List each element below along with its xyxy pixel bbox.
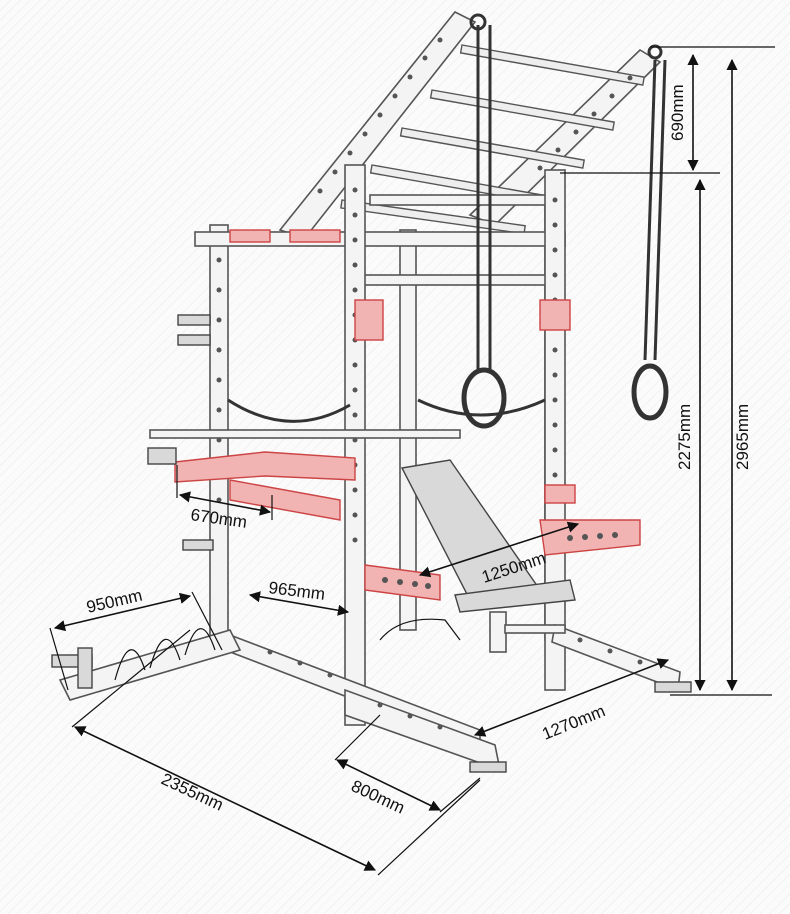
plate-tree: [51, 628, 242, 701]
sling-straps: [227, 398, 546, 423]
dim-top-offset: 690mm: [668, 84, 687, 141]
dim-overall-length: 2355mm: [158, 769, 226, 814]
barbell: [147, 429, 461, 465]
gymnastic-rings: [461, 13, 669, 429]
plate-pegs: [177, 314, 214, 551]
dim-total-height: 2965mm: [733, 404, 752, 470]
base-rails: [223, 623, 692, 773]
front-frame: [216, 164, 566, 726]
dim-plate-tree-length: 950mm: [85, 586, 145, 617]
dim-hook-spacing: 670mm: [189, 505, 248, 532]
dim-side-depth: 1270mm: [539, 701, 607, 743]
dim-base-width: 800mm: [348, 776, 407, 817]
dim-upright-height: 2275mm: [675, 404, 694, 470]
